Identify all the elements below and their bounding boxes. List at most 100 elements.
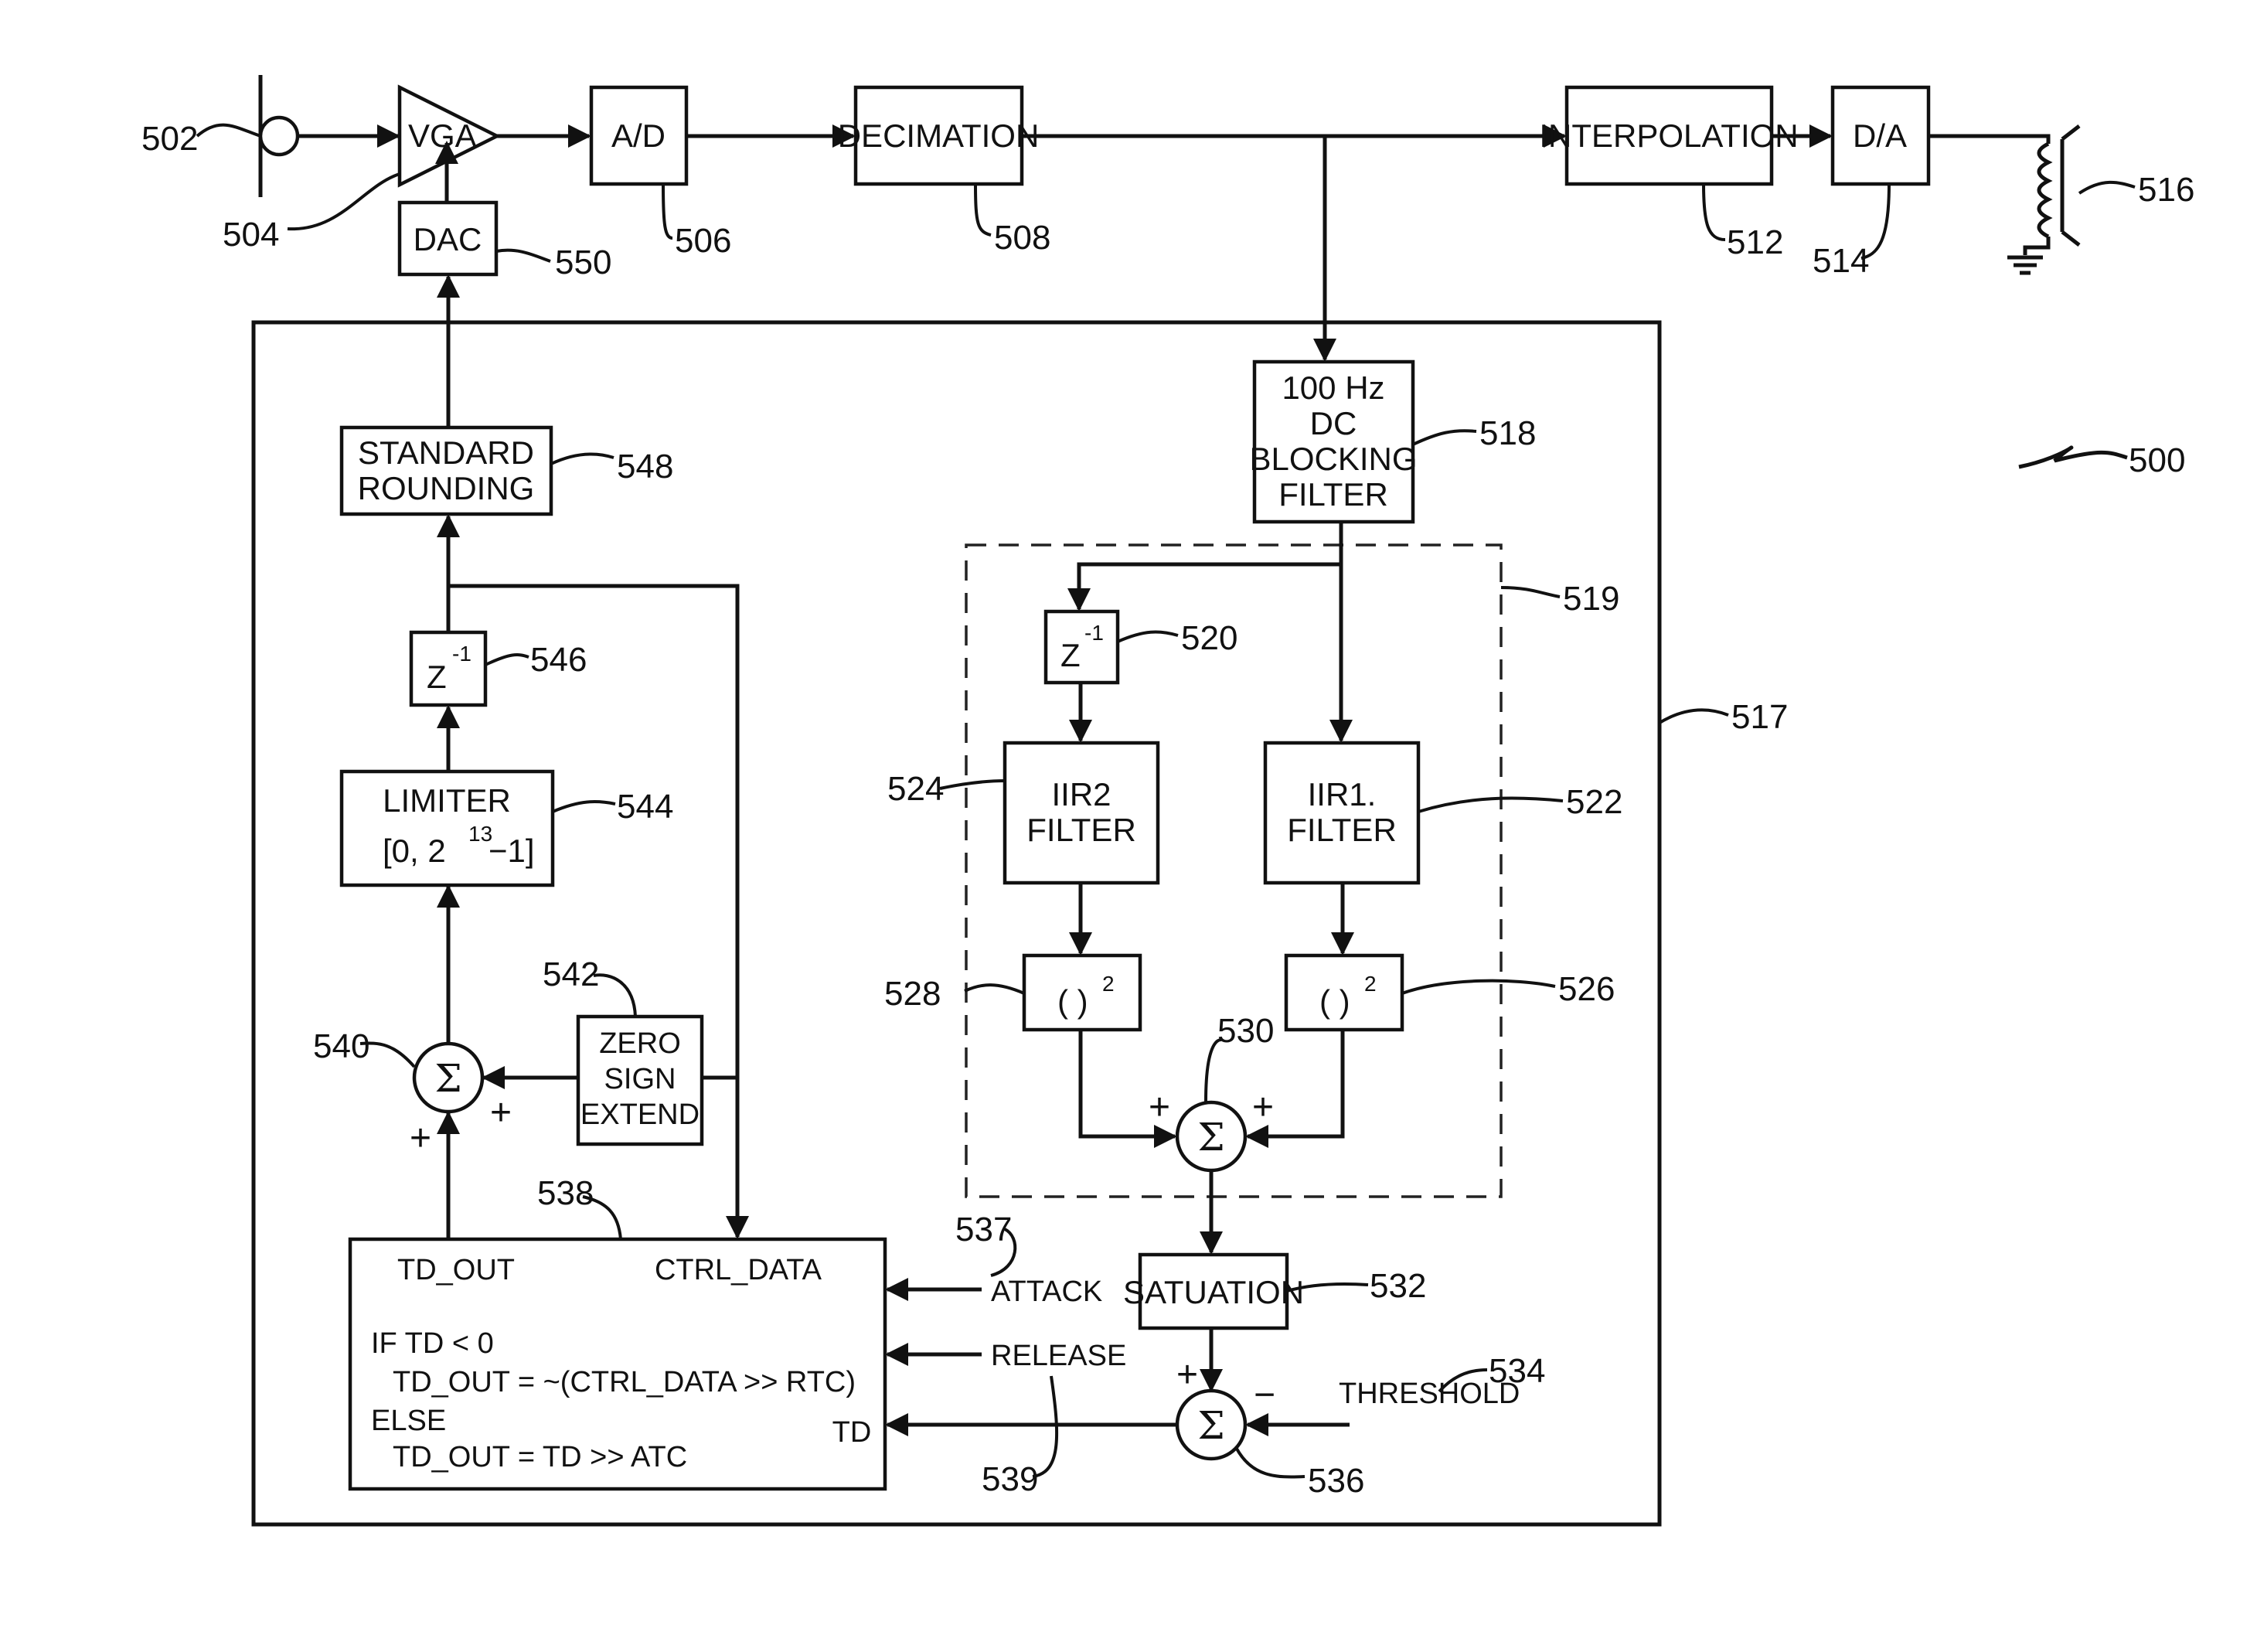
dac-label: DAC xyxy=(414,221,482,257)
ad-label: A/D xyxy=(611,118,666,154)
leader-524 xyxy=(940,781,1005,789)
ref-517: 517 xyxy=(1731,698,1788,736)
rounding-line-1: STANDARD xyxy=(358,434,534,471)
ref-502: 502 xyxy=(141,120,198,158)
leader-548 xyxy=(551,454,614,464)
zero-sign-line-2: SIGN xyxy=(604,1063,676,1095)
limiter-title: LIMITER xyxy=(383,782,511,819)
leader-517 xyxy=(1660,710,1728,723)
delay-520-z: Z xyxy=(1060,637,1081,673)
iir2-line-2: FILTER xyxy=(1026,812,1136,848)
release-label: RELEASE xyxy=(991,1340,1126,1372)
dc-blocking-filter-block: 100 Hz DC BLOCKING FILTER xyxy=(1249,362,1417,522)
squarer-block-528: ( ) 2 xyxy=(1024,955,1140,1030)
output-speaker xyxy=(1928,126,2079,273)
leader-500 xyxy=(2019,448,2127,467)
zero-sign-extend-block: ZERO SIGN EXTEND xyxy=(578,1017,702,1144)
iir2-line-1: IIR2 xyxy=(1051,776,1111,812)
ref-537: 537 xyxy=(955,1211,1012,1248)
leader-502 xyxy=(197,125,260,136)
da-converter-block: D/A xyxy=(1833,87,1928,184)
logic-line-4: TD_OUT = TD >> ATC xyxy=(393,1441,687,1473)
summing-node-536: Σ xyxy=(1177,1391,1245,1459)
dc-filter-line-1: 100 Hz xyxy=(1282,370,1384,406)
square-526-exp: 2 xyxy=(1364,972,1377,996)
input-terminal xyxy=(260,75,298,197)
leader-546 xyxy=(485,655,529,665)
ref-538: 538 xyxy=(537,1174,594,1212)
summing-node-530: Σ xyxy=(1177,1102,1245,1170)
leader-518 xyxy=(1413,431,1476,445)
ref-548: 548 xyxy=(617,448,673,485)
leader-504 xyxy=(288,174,400,229)
dc-filter-line-2: DC xyxy=(1310,405,1357,441)
leader-536 xyxy=(1237,1449,1305,1477)
ref-506: 506 xyxy=(675,222,731,260)
interpolation-label: INTERPOLATION xyxy=(1539,118,1798,154)
leader-550 xyxy=(496,250,550,261)
ref-534: 534 xyxy=(1489,1352,1545,1390)
leader-516 xyxy=(2079,182,2135,193)
delay-520-exp: -1 xyxy=(1084,621,1104,645)
sum-540-plus-bottom: + xyxy=(410,1118,431,1159)
limiter-block: LIMITER [0, 2 13 −1] xyxy=(342,772,553,885)
ref-542: 542 xyxy=(543,955,599,993)
ref-539: 539 xyxy=(982,1460,1038,1498)
standard-rounding-block: STANDARD ROUNDING xyxy=(342,427,551,514)
sum-536-plus: + xyxy=(1176,1354,1198,1395)
ref-536: 536 xyxy=(1308,1462,1364,1500)
leader-522 xyxy=(1418,799,1563,812)
zero-sign-line-1: ZERO xyxy=(599,1027,681,1060)
logic-line-1: IF TD < 0 xyxy=(371,1327,494,1360)
ref-508: 508 xyxy=(994,219,1050,257)
squarer-block-526: ( ) 2 xyxy=(1286,955,1402,1030)
zero-sign-line-3: EXTEND xyxy=(580,1098,700,1131)
ref-504: 504 xyxy=(223,216,279,254)
limiter-range-end: −1] xyxy=(489,833,535,869)
sum-536-minus: − xyxy=(1254,1374,1275,1415)
dac-block: DAC xyxy=(400,203,496,274)
leader-526 xyxy=(1402,981,1555,993)
ref-550: 550 xyxy=(555,244,611,281)
dc-filter-line-4: FILTER xyxy=(1278,476,1388,513)
logic-line-2: TD_OUT = ~(CTRL_DATA >> RTC) xyxy=(393,1366,856,1398)
da-label: D/A xyxy=(1853,118,1907,154)
ref-516: 516 xyxy=(2138,171,2194,209)
ref-530: 530 xyxy=(1217,1012,1274,1050)
iir1-line-1: IIR1. xyxy=(1308,776,1377,812)
leader-520 xyxy=(1118,632,1178,642)
sum-530-plus-left: + xyxy=(1149,1087,1170,1128)
logic-td-out-port: TD_OUT xyxy=(397,1254,515,1286)
sum-540-plus-right: + xyxy=(490,1092,512,1133)
logic-ctrl-data-port: CTRL_DATA xyxy=(655,1254,822,1286)
decimation-block: DECIMATION xyxy=(838,87,1040,184)
square-526-paren: ( ) xyxy=(1319,983,1350,1020)
ref-514: 514 xyxy=(1813,242,1869,280)
ref-518: 518 xyxy=(1479,414,1536,452)
attack-label: ATTACK xyxy=(991,1276,1102,1308)
ref-512: 512 xyxy=(1727,223,1783,261)
leader-542 xyxy=(594,975,635,1017)
iir1-line-2: FILTER xyxy=(1287,812,1397,848)
delay-block-546: Z -1 xyxy=(411,632,485,705)
dc-filter-line-3: BLOCKING xyxy=(1249,441,1417,477)
sum-536-sigma: Σ xyxy=(1197,1403,1224,1448)
leader-544 xyxy=(553,802,615,812)
wire-split-z520 xyxy=(1079,564,1341,609)
attack-release-logic-block: TD_OUT CTRL_DATA TD IF TD < 0 TD_OUT = ~… xyxy=(350,1239,885,1489)
ref-520: 520 xyxy=(1181,619,1237,657)
iir2-filter-block: IIR2 FILTER xyxy=(1005,743,1158,883)
leader-519 xyxy=(1501,588,1560,597)
summing-node-540: Σ xyxy=(414,1044,482,1112)
ref-532: 532 xyxy=(1370,1267,1426,1305)
saturation-block: SATUATION xyxy=(1123,1255,1304,1328)
ref-540: 540 xyxy=(313,1027,369,1065)
iir1-filter-block: IIR1. FILTER xyxy=(1265,743,1418,883)
rounding-line-2: ROUNDING xyxy=(358,470,535,506)
saturation-label: SATUATION xyxy=(1123,1274,1304,1310)
ref-544: 544 xyxy=(617,788,673,826)
square-528-exp: 2 xyxy=(1102,972,1115,996)
delay-546-exp: -1 xyxy=(452,642,471,666)
leader-528 xyxy=(965,985,1024,993)
